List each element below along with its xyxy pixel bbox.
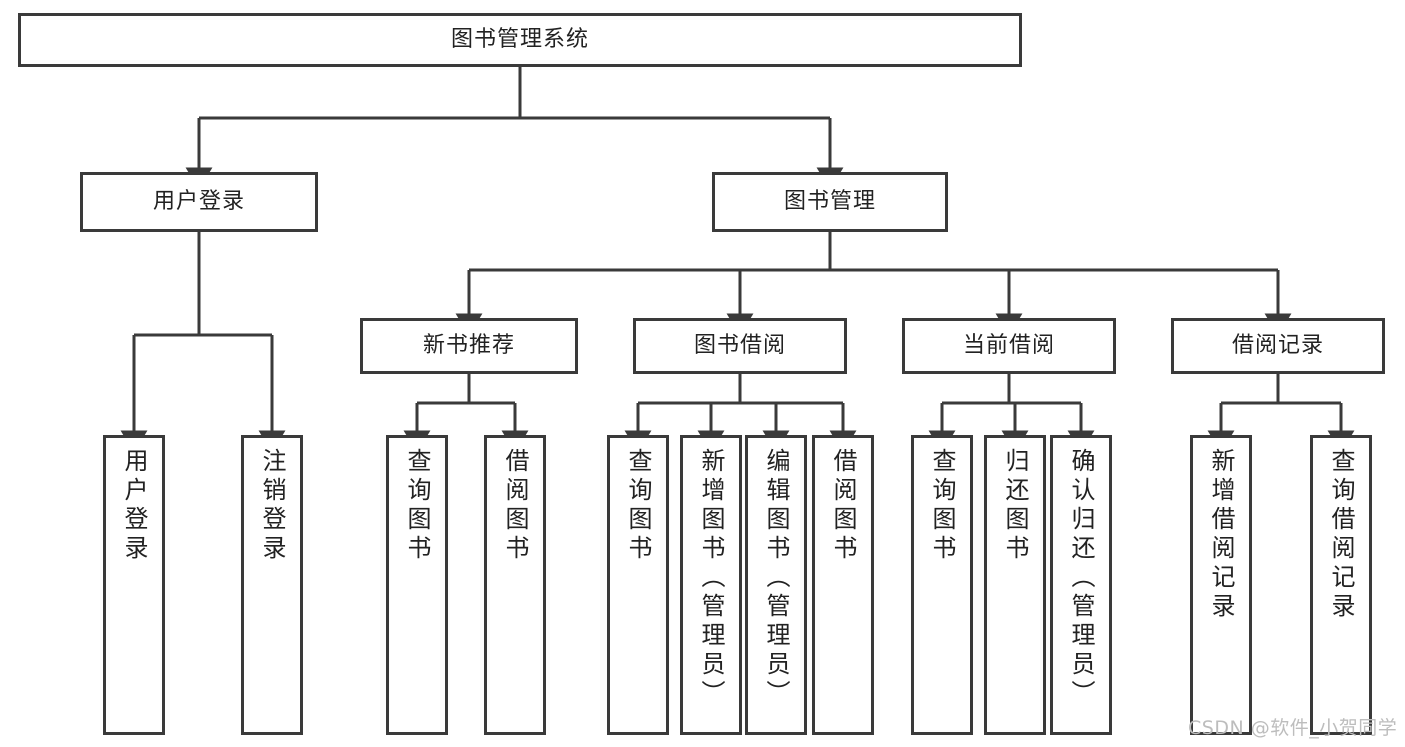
node-leaf-add-borrow-record[interactable]: 新增借阅记录 [1190, 435, 1252, 735]
node-label-leaf-return-book: 归还图书 [1001, 448, 1029, 564]
node-label-current-borrow: 当前借阅 [962, 332, 1055, 358]
node-current-borrow[interactable]: 当前借阅 [902, 318, 1116, 374]
node-label-book-borrow: 图书借阅 [693, 332, 786, 358]
node-label-root: 图书管理系统 [450, 26, 589, 52]
node-label-leaf-add-borrow-record: 新增借阅记录 [1207, 448, 1235, 622]
node-label-leaf-confirm-return-admin: 确认归还（管理员） [1067, 448, 1095, 709]
node-label-leaf-logout: 注销登录 [258, 448, 286, 564]
node-label-leaf-query-book-3: 查询图书 [928, 448, 956, 564]
node-label-leaf-query-book-2: 查询图书 [624, 448, 652, 564]
node-label-leaf-user-login: 用户登录 [120, 448, 148, 564]
node-label-leaf-borrow-book-1: 借阅图书 [501, 448, 529, 564]
node-leaf-borrow-book-2[interactable]: 借阅图书 [812, 435, 874, 735]
node-book-manage[interactable]: 图书管理 [712, 172, 948, 232]
node-leaf-query-book-1[interactable]: 查询图书 [386, 435, 448, 735]
node-leaf-query-borrow-record[interactable]: 查询借阅记录 [1310, 435, 1372, 735]
node-root[interactable]: 图书管理系统 [18, 13, 1022, 67]
node-label-leaf-borrow-book-2: 借阅图书 [829, 448, 857, 564]
node-leaf-add-book-admin[interactable]: 新增图书（管理员） [680, 435, 742, 735]
node-label-leaf-query-borrow-record: 查询借阅记录 [1327, 448, 1355, 622]
node-label-leaf-query-book-1: 查询图书 [403, 448, 431, 564]
node-leaf-return-book[interactable]: 归还图书 [984, 435, 1046, 735]
node-leaf-edit-book-admin[interactable]: 编辑图书（管理员） [745, 435, 807, 735]
node-leaf-query-book-2[interactable]: 查询图书 [607, 435, 669, 735]
node-leaf-logout[interactable]: 注销登录 [241, 435, 303, 735]
node-label-leaf-edit-book-admin: 编辑图书（管理员） [762, 448, 790, 709]
node-label-user-login: 用户登录 [152, 188, 245, 214]
node-borrow-record[interactable]: 借阅记录 [1171, 318, 1385, 374]
node-leaf-borrow-book-1[interactable]: 借阅图书 [484, 435, 546, 735]
node-leaf-query-book-3[interactable]: 查询图书 [911, 435, 973, 735]
node-leaf-confirm-return-admin[interactable]: 确认归还（管理员） [1050, 435, 1112, 735]
node-book-borrow[interactable]: 图书借阅 [633, 318, 847, 374]
node-label-leaf-add-book-admin: 新增图书（管理员） [697, 448, 725, 709]
node-new-book-recommend[interactable]: 新书推荐 [360, 318, 578, 374]
watermark-text: CSDN @软件_小贺同学 [1188, 717, 1398, 739]
node-label-borrow-record: 借阅记录 [1231, 332, 1324, 358]
node-leaf-user-login[interactable]: 用户登录 [103, 435, 165, 735]
node-label-book-manage: 图书管理 [783, 188, 876, 214]
node-label-new-book-recommend: 新书推荐 [422, 332, 515, 358]
node-user-login[interactable]: 用户登录 [80, 172, 318, 232]
